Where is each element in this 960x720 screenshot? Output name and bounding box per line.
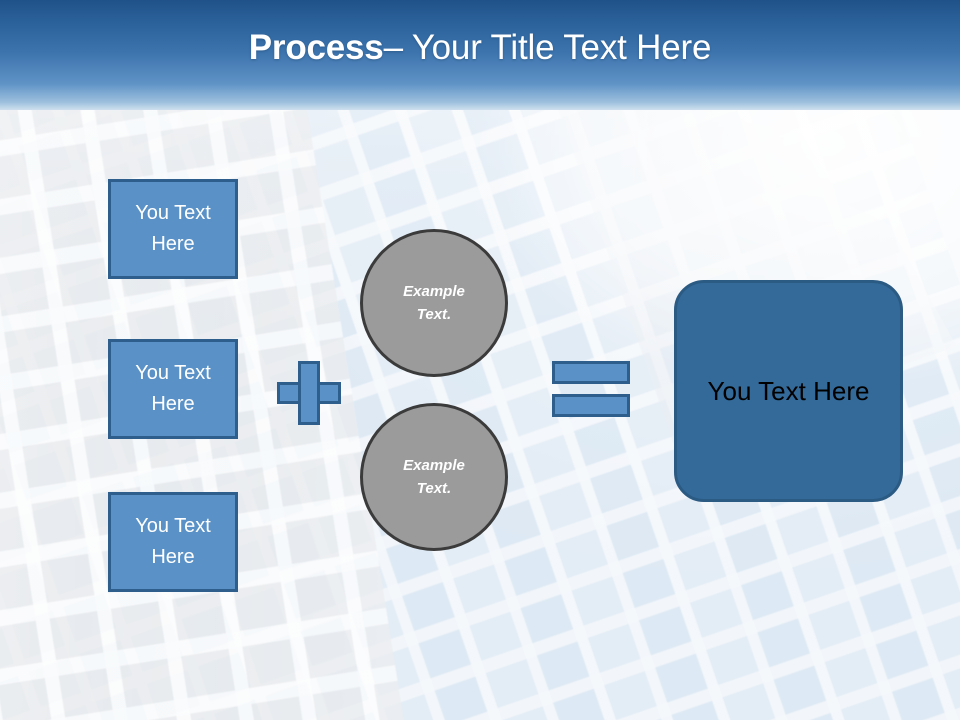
plus-icon [277, 361, 341, 425]
result-box[interactable]: You Text Here [674, 280, 903, 502]
title-bar [0, 0, 960, 110]
page-title: Process – Your Title Text Here [0, 0, 960, 110]
example-circle-2[interactable]: Example Text. [360, 403, 508, 551]
equals-top-bar [552, 361, 630, 384]
input-box-2[interactable]: You Text Here [108, 339, 238, 439]
equals-bottom-bar [552, 394, 630, 417]
title-keyword: Process [248, 28, 384, 67]
input-box-3[interactable]: You Text Here [108, 492, 238, 592]
input-box-1[interactable]: You Text Here [108, 179, 238, 279]
title-subtitle: – Your Title Text Here [383, 28, 712, 67]
example-circle-1[interactable]: Example Text. [360, 229, 508, 377]
equals-icon [552, 361, 630, 417]
plus-center-fill [301, 385, 317, 401]
